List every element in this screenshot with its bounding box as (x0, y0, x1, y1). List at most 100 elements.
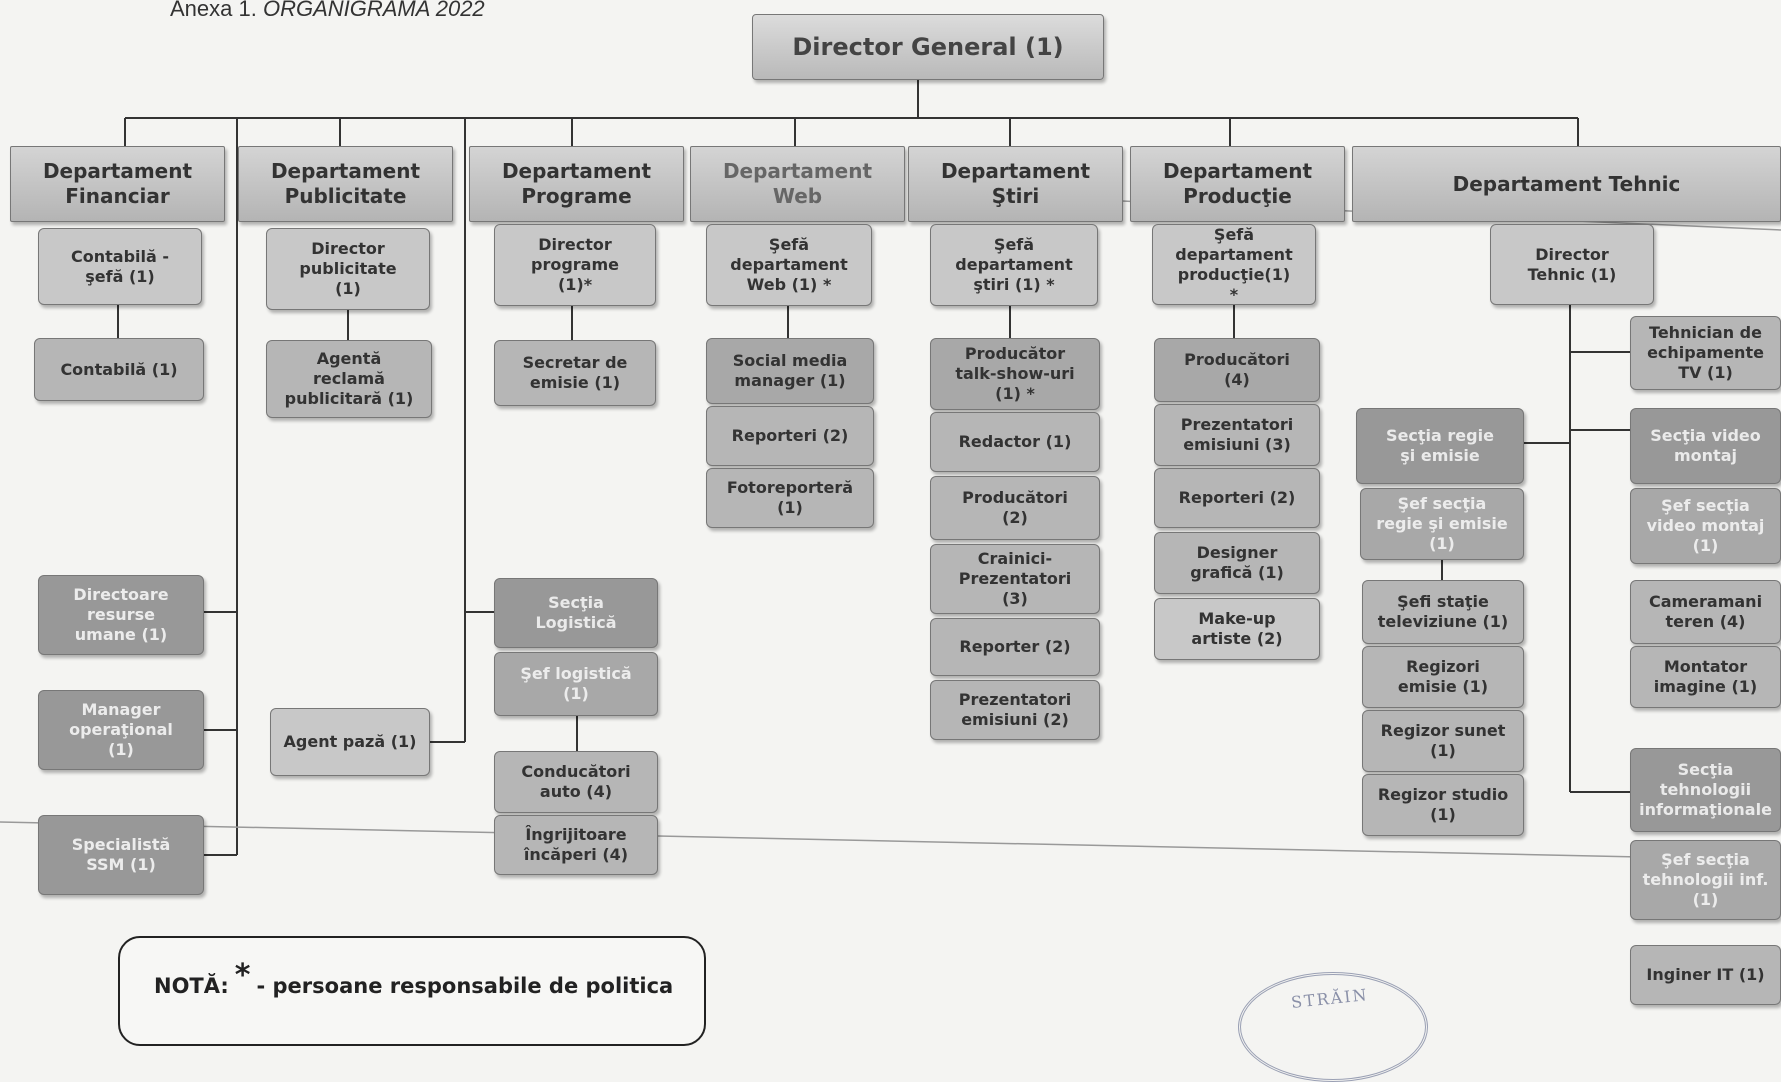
crainici-label: Crainici- Prezentatori (3) (958, 549, 1072, 608)
sefa-web-label: Şefă departament Web (1) * (730, 235, 848, 294)
social-media-label: Social media manager (1) (732, 351, 848, 390)
document-title: Anexa 1. ORGANIGRAMA 2022 (170, 0, 485, 22)
producator-talkshow-label: Producător talk-show-uri (1) * (955, 344, 1075, 403)
secretar-emisie-label: Secretar de emisie (1) (522, 353, 628, 392)
director-publicitate-box: Director publicitate (1) (266, 228, 430, 310)
sectia-ti-box: Secţia tehnologii informaţionale (1630, 748, 1781, 832)
regizor-studio-label: Regizor studio (1) (1377, 785, 1509, 824)
specialista-ssm-label: Specialistă SSM (1) (71, 835, 171, 874)
sectia-logistica-box: Secţia Logistică (494, 578, 658, 648)
department-web-label: Departament Web (722, 159, 873, 208)
contabila-label: Contabilă (1) (60, 359, 178, 379)
producatori-productie-box: Producători (4) (1154, 338, 1320, 402)
secretar-emisie-box: Secretar de emisie (1) (494, 340, 656, 406)
title-prefix: Anexa 1. (170, 0, 257, 21)
sef-logistica-label: Şef logistică (1) (520, 664, 632, 703)
reporteri-web-label: Reporteri (2) (731, 426, 849, 445)
inginer-it-label: Inginer IT (1) (1646, 965, 1765, 984)
department-financiar-label: Departament Financiar (42, 159, 193, 208)
montator-label: Montator imagine (1) (1653, 657, 1758, 696)
directoare-hr-box: Directoare resurse umane (1) (38, 575, 204, 655)
reporter-stiri-label: Reporter (2) (959, 637, 1071, 656)
department-programe-header: Departament Programe (469, 146, 684, 222)
prezentatori-stiri-box: Prezentatori emisiuni (2) (930, 680, 1100, 740)
sef-regie-box: Şef secţia regie şi emisie (1) (1360, 488, 1524, 560)
agenta-reclama-box: Agentă reclamă publicitară (1) (266, 340, 432, 418)
conducatori-auto-label: Conducători auto (4) (521, 762, 631, 801)
crainici-box: Crainici- Prezentatori (3) (930, 544, 1100, 614)
contabila-box: Contabilă (1) (34, 338, 204, 401)
prezentatori-productie-box: Prezentatori emisiuni (3) (1154, 404, 1320, 466)
producatori-stiri-box: Producători (2) (930, 476, 1100, 540)
fotoreportera-label: Fotoreporteră (1) (726, 478, 854, 517)
regizor-studio-box: Regizor studio (1) (1362, 774, 1524, 836)
director-tehnic-label: Director Tehnic (1) (1527, 244, 1617, 284)
designer-grafica-label: Designer grafică (1) (1190, 543, 1284, 582)
director-general-label: Director General (1) (792, 33, 1064, 61)
sectia-ti-label: Secţia tehnologii informaţionale (1639, 760, 1772, 819)
regizor-sunet-label: Regizor sunet (1) (1380, 721, 1506, 760)
social-media-box: Social media manager (1) (706, 338, 874, 404)
producatori-stiri-label: Producători (2) (962, 488, 1068, 527)
department-programe-label: Departament Programe (501, 159, 652, 208)
designer-grafica-box: Designer grafică (1) (1154, 532, 1320, 594)
department-publicitate-header: Departament Publicitate (238, 146, 453, 222)
cameramani-box: Cameramani teren (4) (1630, 580, 1781, 644)
montator-box: Montator imagine (1) (1630, 646, 1781, 708)
sectia-logistica-label: Secţia Logistică (535, 593, 617, 632)
department-productie-label: Departament Producţie (1162, 159, 1313, 208)
agent-paza-label: Agent pază (1) (283, 732, 417, 751)
department-tehnic-label: Departament Tehnic (1452, 171, 1681, 196)
tehnician-box: Tehnician de echipamente TV (1) (1630, 316, 1781, 390)
stamp-text: STRĂIN (1290, 984, 1370, 1013)
ingrijitoare-box: Îngrijitoare încăperi (4) (494, 815, 658, 875)
sefa-web-box: Şefă departament Web (1) * (706, 224, 872, 306)
manager-operational-label: Manager operaţional (1) (69, 700, 173, 759)
sefi-statie-box: Şefi staţie televiziune (1) (1362, 580, 1524, 644)
department-stiri-label: Departament Ştiri (940, 159, 1091, 208)
specialista-ssm-box: Specialistă SSM (1) (38, 815, 204, 895)
director-general-box: Director General (1) (752, 14, 1104, 80)
note-box: NOTĂ:*- persoane responsabile de politic… (118, 936, 706, 1046)
regizori-emisie-label: Regizori emisie (1) (1397, 657, 1489, 696)
department-web-header: Departament Web (690, 146, 905, 222)
official-stamp: STRĂIN (1238, 972, 1428, 1082)
note-label: NOTĂ: (154, 974, 229, 998)
department-financiar-header: Departament Financiar (10, 146, 225, 222)
reporteri-web-box: Reporteri (2) (706, 406, 874, 466)
sef-ti-box: Şef secţia tehnologii inf. (1) (1630, 840, 1781, 920)
reporter-stiri-box: Reporter (2) (930, 618, 1100, 676)
director-programe-box: Director programe (1)* (494, 224, 656, 306)
department-stiri-header: Departament Ştiri (908, 146, 1123, 222)
conducatori-auto-box: Conducători auto (4) (494, 751, 658, 813)
manager-operational-box: Manager operaţional (1) (38, 690, 204, 770)
tehnician-label: Tehnician de echipamente TV (1) (1647, 323, 1764, 382)
sefa-stiri-box: Şefă departament ştiri (1) * (930, 224, 1098, 306)
makeup-box: Make-up artiste (2) (1154, 598, 1320, 660)
makeup-label: Make-up artiste (2) (1191, 609, 1283, 648)
director-tehnic-box: Director Tehnic (1) (1490, 224, 1654, 305)
regizor-sunet-box: Regizor sunet (1) (1362, 710, 1524, 772)
agent-paza-box: Agent pază (1) (270, 708, 430, 776)
note-text: - persoane responsabile de politica (256, 974, 674, 998)
sefa-productie-box: Şefă departament producţie(1) * (1152, 224, 1316, 305)
sectia-regie-label: Secţia regie şi emisie (1386, 426, 1494, 465)
contabila-sefa-label: Contabilă - şefă (1) (71, 246, 169, 286)
redactor-box: Redactor (1) (930, 412, 1100, 472)
ingrijitoare-label: Îngrijitoare încăperi (4) (523, 825, 629, 864)
regizori-emisie-box: Regizori emisie (1) (1362, 646, 1524, 708)
sectia-video-label: Secţia video montaj (1650, 426, 1761, 465)
note-star: * (234, 958, 251, 993)
redactor-label: Redactor (1) (958, 432, 1072, 451)
reporteri-productie-box: Reporteri (2) (1154, 468, 1320, 528)
cameramani-label: Cameramani teren (4) (1648, 592, 1763, 631)
fotoreportera-box: Fotoreporteră (1) (706, 468, 874, 528)
sectia-regie-box: Secţia regie şi emisie (1356, 408, 1524, 484)
sectia-video-box: Secţia video montaj (1630, 408, 1781, 484)
reporteri-productie-label: Reporteri (2) (1178, 488, 1296, 507)
agenta-reclama-label: Agentă reclamă publicitară (1) (284, 349, 414, 408)
sef-video-label: Şef secţia video montaj (1) (1646, 496, 1765, 555)
sefa-stiri-label: Şefă departament ştiri (1) * (955, 235, 1073, 294)
prezentatori-stiri-label: Prezentatori emisiuni (2) (958, 690, 1072, 729)
inginer-it-box: Inginer IT (1) (1630, 945, 1781, 1005)
